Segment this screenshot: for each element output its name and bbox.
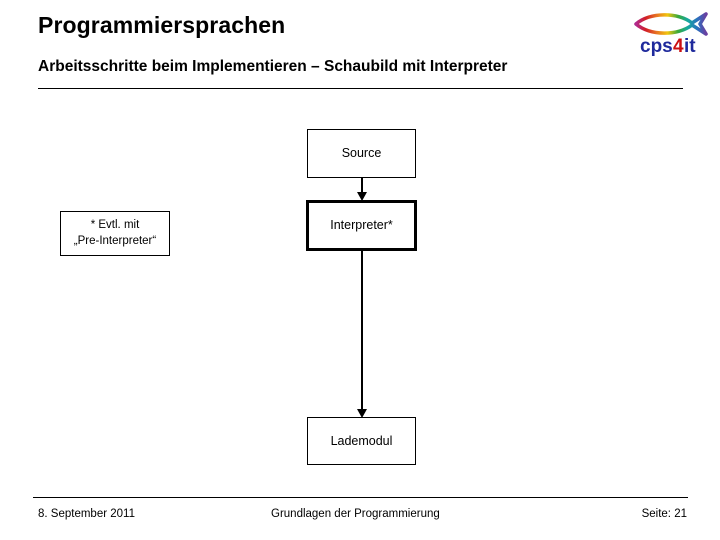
page-title: Programmiersprachen <box>38 12 286 38</box>
page-subtitle: Arbeitsschritte beim Implementieren – Sc… <box>38 58 508 75</box>
diagram-note-pre-interpreter[interactable]: * Evtl. mit „Pre-Interpreter“ <box>60 211 170 256</box>
logo-text-4: 4 <box>673 36 684 56</box>
note-line-2: „Pre-Interpreter“ <box>73 234 157 247</box>
header-divider <box>38 88 683 89</box>
footer-page-number: Seite: 21 <box>641 508 687 520</box>
logo-wordmark: cps 4 it <box>640 36 696 56</box>
arrow-head <box>357 409 367 418</box>
fish-icon <box>634 12 708 36</box>
diagram-node-interpreter[interactable]: Interpreter* <box>306 200 417 251</box>
note-line-1: * Evtl. mit <box>90 218 140 231</box>
arrow-head <box>357 192 367 201</box>
diagram-node-source[interactable]: Source <box>307 129 416 178</box>
footer-divider <box>33 497 688 498</box>
arrow-source-to-interpreter <box>356 178 368 201</box>
arrow-shaft <box>360 178 364 193</box>
arrow-interpreter-to-lademodul <box>356 251 368 418</box>
cps4it-logo: cps 4 it <box>626 10 714 56</box>
diagram-node-lademodul[interactable]: Lademodul <box>307 417 416 465</box>
arrow-shaft <box>360 251 364 410</box>
footer-date: 8. September 2011 <box>38 508 135 520</box>
logo-text-cps: cps <box>640 36 673 56</box>
footer-course-title: Grundlagen der Programmierung <box>271 508 440 520</box>
logo-text-it: it <box>684 36 696 56</box>
